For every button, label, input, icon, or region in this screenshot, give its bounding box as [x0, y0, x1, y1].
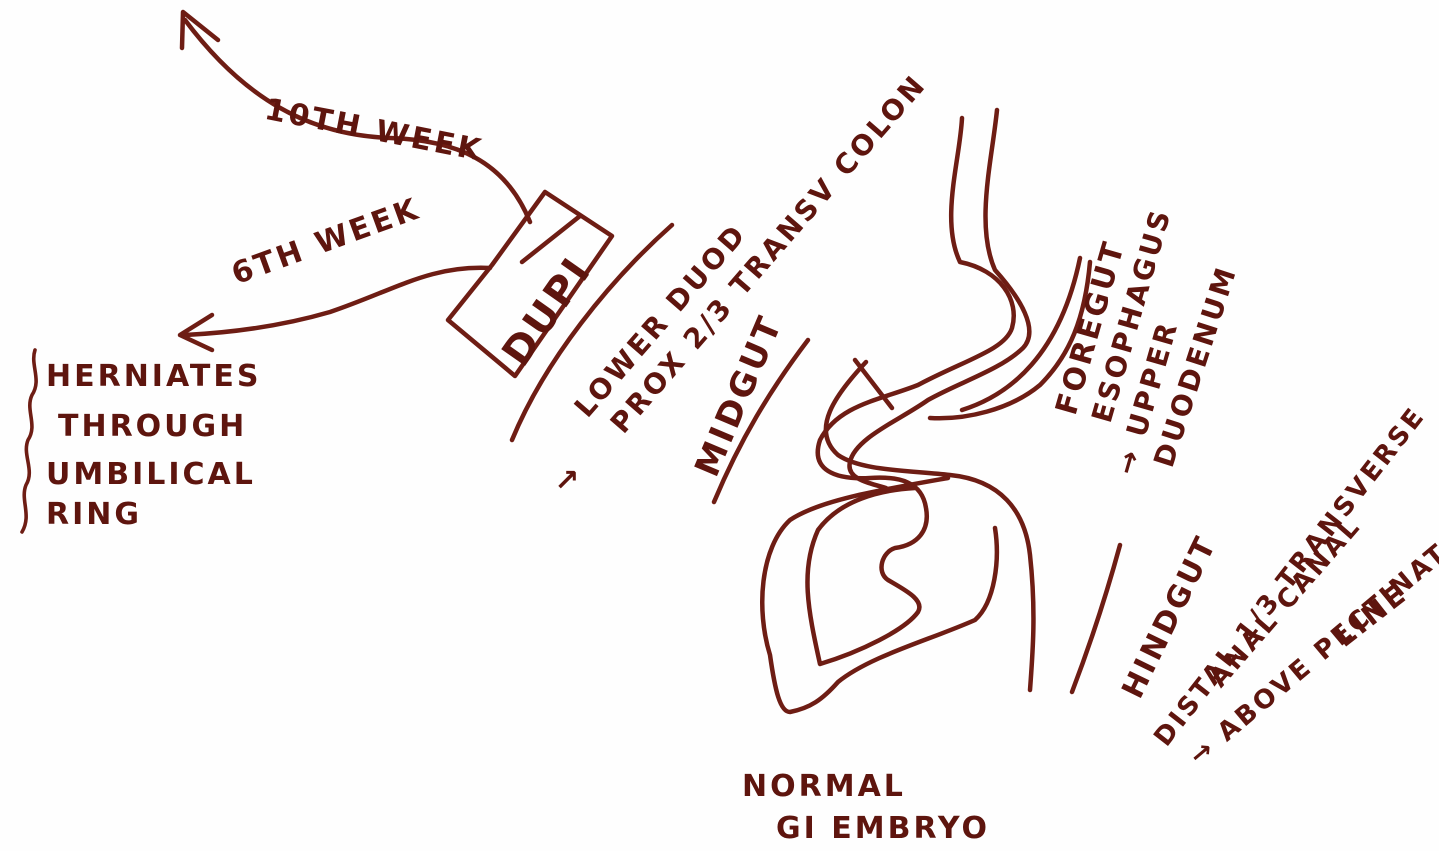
outer-gut-wall [826, 362, 1034, 690]
caption-normal: NORMAL [742, 772, 906, 802]
herniation-brace [22, 350, 36, 532]
esophagus-right-wall [849, 110, 1029, 488]
caption-gi-embryo: GI EMBRYO [776, 814, 990, 844]
label-herniation-line1: HERNIATES [46, 362, 261, 392]
hindgut-bracket [1072, 545, 1120, 692]
label-herniation-line4: RING [46, 500, 142, 530]
label-herniation-line2: THROUGH [58, 412, 247, 442]
tenth-week-arrowhead [182, 12, 218, 48]
label-herniation-line3: UMBILICAL [46, 460, 256, 490]
esophagus-left-wall [807, 118, 1013, 664]
outer-gut-left [762, 478, 997, 712]
sixth-week-arrow [185, 268, 490, 335]
